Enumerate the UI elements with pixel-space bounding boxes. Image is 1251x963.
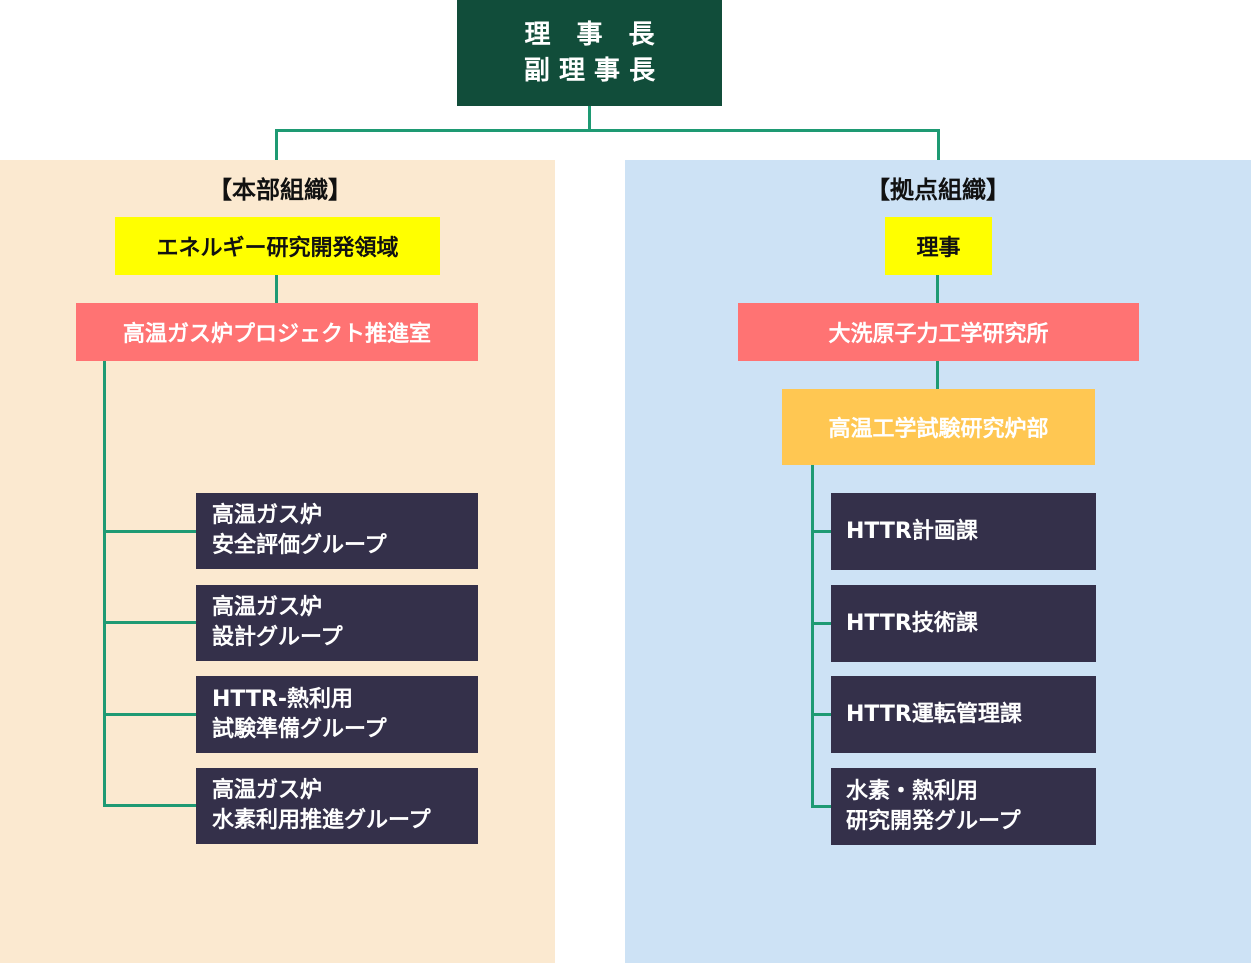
connector-right-branch	[811, 805, 832, 808]
connector-right-trunk	[811, 465, 814, 808]
connector-director-to-institute	[936, 275, 939, 303]
headquarters-heading: 【本部組織】	[208, 176, 352, 204]
connector-left-drop	[275, 129, 278, 160]
site-organization-heading: 【拠点組織】	[866, 176, 1010, 204]
section-line1: 水素・熱利用	[846, 778, 979, 804]
httr-department-box: 高温工学試験研究炉部	[782, 389, 1095, 465]
connector-left-branch	[103, 713, 197, 716]
section-line1: HTTR技術課	[846, 610, 978, 636]
executive-title-president: 理 事 長	[524, 20, 655, 50]
group-line1: 高温ガス炉	[212, 503, 323, 528]
connector-right-branch	[811, 622, 832, 625]
group-httr-heat-test-prep-box: HTTR-熱利用 試験準備グループ	[196, 676, 478, 753]
group-line2: 安全評価グループ	[212, 533, 387, 558]
section-line2: 研究開発グループ	[846, 808, 1021, 834]
section-httr-operation-box: HTTR運転管理課	[831, 676, 1096, 753]
group-line1: 高温ガス炉	[212, 778, 323, 803]
section-httr-planning-box: HTTR計画課	[831, 493, 1096, 570]
connector-institute-to-department	[936, 361, 939, 389]
connector-right-branch	[811, 713, 832, 716]
oarai-institute-box: 大洗原子力工学研究所	[738, 303, 1139, 361]
htgr-project-office-box: 高温ガス炉プロジェクト推進室	[76, 303, 478, 361]
section-line1: HTTR運転管理課	[846, 701, 1022, 727]
connector-left-branch	[103, 530, 197, 533]
section-hydrogen-heat-rd-box: 水素・熱利用 研究開発グループ	[831, 768, 1096, 845]
energy-research-domain-box: エネルギー研究開発領域	[115, 217, 440, 275]
group-line1: HTTR-熱利用	[212, 686, 354, 712]
connector-right-branch	[811, 530, 832, 533]
director-box: 理事	[885, 217, 992, 275]
group-line2: 設計グループ	[212, 625, 343, 650]
group-line2: 水素利用推進グループ	[212, 808, 431, 833]
group-design-box: 高温ガス炉 設計グループ	[196, 585, 478, 661]
group-safety-evaluation-box: 高温ガス炉 安全評価グループ	[196, 493, 478, 569]
section-httr-technology-box: HTTR技術課	[831, 585, 1096, 662]
connector-right-drop	[937, 129, 940, 160]
group-hydrogen-promotion-box: 高温ガス炉 水素利用推進グループ	[196, 768, 478, 844]
section-line1: HTTR計画課	[846, 518, 978, 544]
connector-left-branch	[103, 804, 197, 807]
group-line1: 高温ガス炉	[212, 595, 323, 620]
group-line2: 試験準備グループ	[212, 716, 387, 742]
connector-top-horizontal	[275, 129, 940, 132]
connector-domain-to-office	[275, 275, 278, 303]
executive-box: 理 事 長 副 理 事 長	[457, 0, 722, 106]
executive-title-vice-president: 副 理 事 長	[523, 56, 656, 86]
connector-top-vertical	[588, 106, 591, 131]
connector-left-branch	[103, 621, 197, 624]
connector-left-trunk	[103, 361, 106, 807]
